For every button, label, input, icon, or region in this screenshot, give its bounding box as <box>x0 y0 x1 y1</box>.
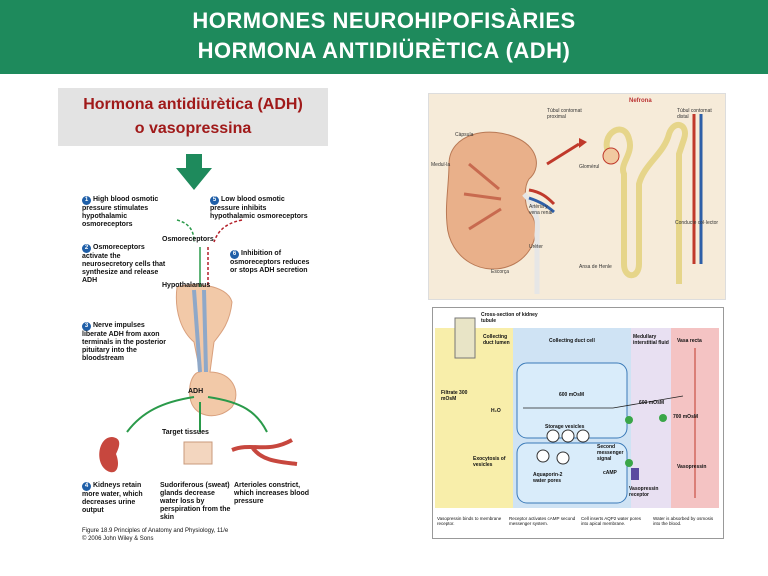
down-arrow-icon <box>176 154 212 190</box>
figure-copyright: © 2006 John Wiley & Sons <box>82 536 154 542</box>
footnote-1: Vasopressin binds to membrane receptor. <box>437 516 502 526</box>
collecting-duct-figure: Cross-section of kidney tubule Collectin… <box>432 307 724 539</box>
escorca-label: Escorça <box>491 269 510 275</box>
storage-label: Storage vesicles <box>545 424 585 430</box>
ansa-label: Ansa de Henle <box>579 264 612 270</box>
step2-text: Osmoreceptors activate the neurosecretor… <box>82 244 166 284</box>
glomerul-label: Glomèrul <box>579 164 600 170</box>
cell-label: Collecting duct cell <box>549 338 595 344</box>
adh-diagram-graphic <box>99 219 298 473</box>
step4-text: Kidneys retain more water, which decreas… <box>82 482 143 514</box>
arterioles-text: Arterioles constrict, which increases bl… <box>234 482 310 505</box>
step6-text: Inhibition of osmoreceptors reduces or s… <box>230 250 310 274</box>
step2-badge: 2 <box>82 244 91 253</box>
tubul-proximal-label: Túbul contornat proximal <box>547 108 582 120</box>
kidney-graphic <box>445 114 703 294</box>
conducte-label: Conducte col·lector <box>675 220 719 226</box>
arteria-label: Artèria y vena renal <box>529 204 553 216</box>
vasopressin-label: Vasopressin <box>677 464 707 470</box>
vasa-label: Vasa recta <box>677 338 702 344</box>
receptor-label: Vasopressin receptor <box>629 486 659 498</box>
step6-badge: 6 <box>230 250 239 259</box>
collecting-duct-graphic <box>435 317 719 508</box>
footnote-3: Cell inserts AQP2 water pores into apica… <box>581 516 642 526</box>
h2o-label: H₂O <box>491 408 501 414</box>
step5-badge: 5 <box>210 196 219 205</box>
step1-text: High blood osmotic pressure stimulates h… <box>82 196 159 228</box>
slide-title-line2: HORMONA ANTIDIÜRÈTICA (ADH) <box>197 38 571 63</box>
second-messenger-label: Second messenger signal <box>597 444 624 462</box>
figure-caption: Figure 18.9 Principles of Anatomy and Ph… <box>82 528 229 534</box>
step1-badge: 1 <box>82 196 91 205</box>
ureter-label: Urèter <box>529 244 543 250</box>
osm600b-label: 600 mOsM <box>639 400 665 406</box>
aquaporin-label: Aquaporin-2 water pores <box>533 472 563 484</box>
hormone-title-line1: Hormona antidiürètica (ADH) <box>83 96 303 113</box>
footnote-2: Receptor activates cAMP second messenger… <box>509 516 576 526</box>
capsula-label: Càpsula <box>455 132 474 138</box>
step3-text: Nerve impulses liberate ADH from axon te… <box>82 322 167 362</box>
hormone-title-box: Hormona antidiürètica (ADH) o vasopressi… <box>58 88 328 146</box>
osmoreceptors-label: Osmoreceptors <box>162 236 214 243</box>
medullary-label: Medullary interstitial fluid <box>633 334 669 346</box>
exocytosis-label: Exocytosis of vesicles <box>473 456 506 468</box>
cross-section-label: Cross-section of kidney tubule <box>481 312 538 324</box>
footnote-4: Water is absorbed by osmosis into the bl… <box>653 516 714 526</box>
osm700-label: 700 mOsM <box>673 414 699 420</box>
medula-label: Medul·la <box>431 162 451 168</box>
lumen-label: Collecting duct lumen <box>483 334 510 346</box>
target-tissues-label: Target tissues <box>162 429 209 436</box>
step4-badge: 4 <box>82 482 91 491</box>
step3-badge: 3 <box>82 322 91 331</box>
osm600-label: 600 mOsM <box>559 392 585 398</box>
filtrate-label: Filtrate 300 mOsM <box>441 390 468 402</box>
sudoriferous-text: Sudoriferous (sweat) glands decrease wat… <box>160 482 231 521</box>
adh-label: ADH <box>188 388 204 395</box>
kidney-nephron-figure: Nefrona Càpsula Medul·la Escorça Urèter … <box>428 93 726 300</box>
hormone-title-line2: o vasopressina <box>134 120 252 137</box>
nefrona-label: Nefrona <box>629 98 652 104</box>
tubul-distal-label: Túbul contornat distal <box>677 108 712 120</box>
hypothalamus-label: Hypothalamus <box>162 282 211 289</box>
slide-title-line1: HORMONES NEUROHIPOFISÀRIES <box>192 8 576 33</box>
step5-text: Low blood osmotic pressure inhibits hypo… <box>210 196 308 220</box>
slide-header: HORMONES NEUROHIPOFISÀRIES HORMONA ANTID… <box>0 0 768 74</box>
camp-label: cAMP <box>603 470 617 476</box>
